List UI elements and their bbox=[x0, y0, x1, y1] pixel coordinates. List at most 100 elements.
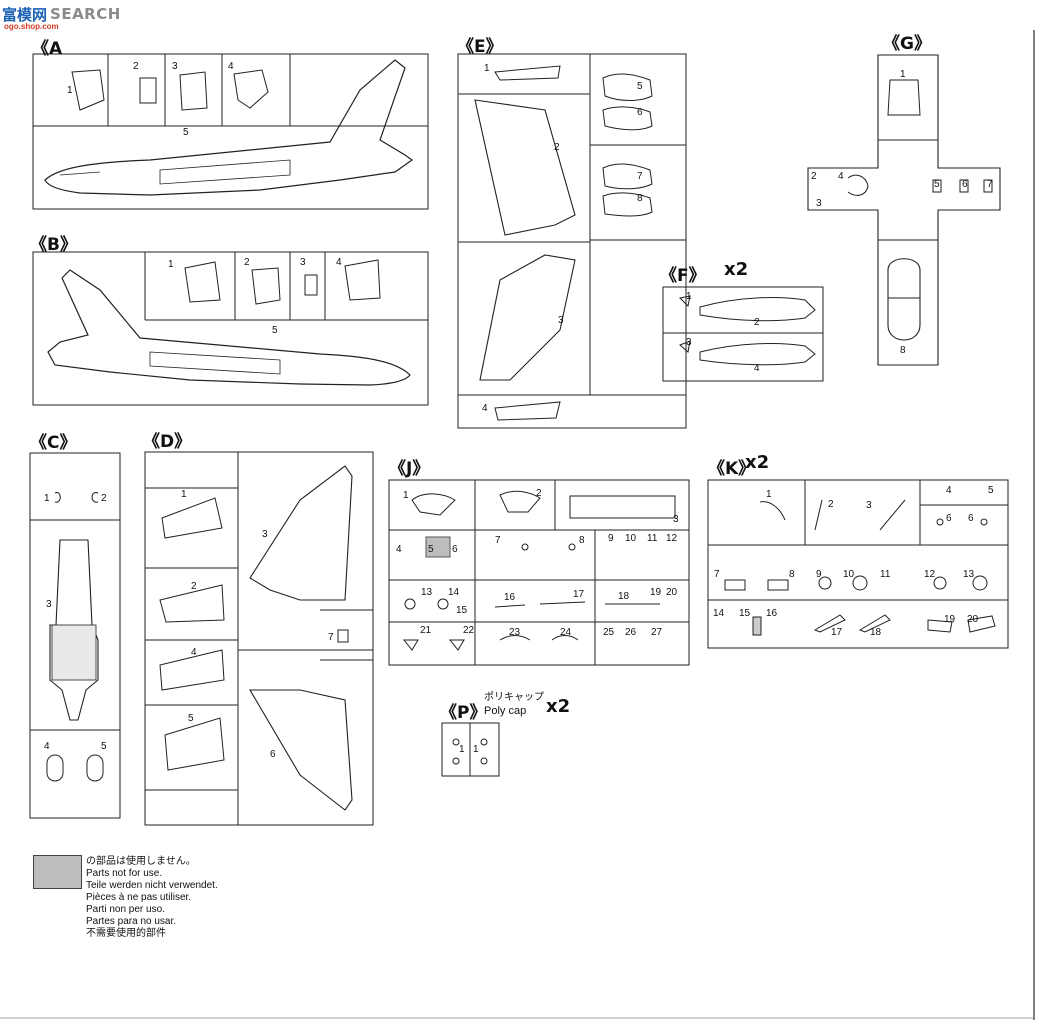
part-J8 bbox=[568, 543, 576, 551]
section-G-title: 《G》 bbox=[883, 34, 931, 54]
part-J23 bbox=[499, 635, 531, 641]
part-B4 bbox=[344, 259, 381, 301]
part-K7 bbox=[724, 579, 746, 591]
legend-line-zh: 不需要使用的部件 bbox=[86, 928, 166, 939]
watermark-brand: SEARCH bbox=[50, 5, 121, 23]
label-J16: 16 bbox=[504, 592, 516, 603]
part-K6b bbox=[980, 518, 988, 526]
label-G1: 1 bbox=[900, 69, 906, 80]
sprue-E bbox=[457, 53, 687, 429]
label-J15: 15 bbox=[456, 605, 468, 616]
label-C3: 3 bbox=[46, 599, 52, 610]
poly-cap-jp: ポリキャップ bbox=[484, 692, 544, 703]
section-F-title: 《F》 bbox=[660, 266, 706, 286]
part-C5 bbox=[86, 754, 104, 782]
label-C4: 4 bbox=[44, 741, 50, 752]
part-E5 bbox=[602, 73, 653, 101]
sprue-C bbox=[29, 452, 121, 819]
part-A5-fuselage bbox=[44, 59, 414, 196]
part-K17 bbox=[813, 614, 846, 633]
part-E2 bbox=[474, 99, 576, 236]
label-K4: 4 bbox=[946, 485, 952, 496]
section-P-title: 《P》 bbox=[440, 703, 487, 723]
label-E7: 7 bbox=[637, 171, 643, 182]
part-K9 bbox=[818, 576, 832, 590]
label-E2: 2 bbox=[554, 142, 560, 153]
label-B5: 5 bbox=[272, 325, 278, 336]
label-B4: 4 bbox=[336, 257, 342, 268]
sprue-K bbox=[707, 479, 1009, 649]
label-K1: 1 bbox=[766, 489, 772, 500]
label-G7: 7 bbox=[987, 179, 993, 190]
label-J20: 20 bbox=[666, 587, 678, 598]
label-K15: 15 bbox=[739, 608, 751, 619]
part-A2 bbox=[139, 77, 157, 104]
label-G6: 6 bbox=[962, 179, 968, 190]
part-D3 bbox=[249, 465, 353, 601]
sprue-P bbox=[441, 722, 500, 777]
label-J22: 22 bbox=[463, 625, 475, 636]
label-J5: 5 bbox=[428, 544, 434, 555]
label-J26: 26 bbox=[625, 627, 637, 638]
label-G8: 8 bbox=[900, 345, 906, 356]
label-E4: 4 bbox=[482, 403, 488, 414]
part-A3 bbox=[179, 71, 208, 111]
label-E6: 6 bbox=[637, 107, 643, 118]
label-J21: 21 bbox=[420, 625, 432, 636]
part-D5 bbox=[164, 717, 225, 771]
label-K14: 14 bbox=[713, 608, 725, 619]
part-K6a bbox=[936, 518, 944, 526]
part-J13 bbox=[404, 598, 416, 610]
part-F4 bbox=[699, 343, 816, 366]
label-J1: 1 bbox=[403, 490, 409, 501]
section-P-multiplier: x2 bbox=[546, 696, 571, 717]
label-P1b: 1 bbox=[473, 744, 479, 755]
not-for-use-swatch bbox=[33, 855, 82, 889]
label-J18: 18 bbox=[618, 591, 630, 602]
label-A1: 1 bbox=[67, 85, 73, 96]
label-F3: 3 bbox=[686, 337, 692, 348]
label-B2: 2 bbox=[244, 257, 250, 268]
sprue-A bbox=[32, 53, 429, 210]
label-K12: 12 bbox=[924, 569, 936, 580]
part-E1 bbox=[494, 65, 561, 81]
label-J9: 9 bbox=[608, 533, 614, 544]
part-K3 bbox=[879, 499, 906, 531]
label-J14: 14 bbox=[448, 587, 460, 598]
label-K20: 20 bbox=[967, 614, 979, 625]
label-D6: 6 bbox=[270, 749, 276, 760]
label-K3: 3 bbox=[866, 500, 872, 511]
label-K2: 2 bbox=[828, 499, 834, 510]
part-E3 bbox=[479, 254, 576, 381]
sprue-J bbox=[388, 479, 690, 666]
label-G5: 5 bbox=[934, 179, 940, 190]
part-K2 bbox=[814, 499, 823, 531]
part-F1 bbox=[678, 295, 691, 308]
label-K18: 18 bbox=[870, 627, 882, 638]
part-C2 bbox=[91, 492, 99, 503]
label-J24: 24 bbox=[560, 627, 572, 638]
part-K1 bbox=[759, 501, 786, 521]
label-G2: 2 bbox=[811, 171, 817, 182]
legend: の部品は使用しません。 Parts not for use. Teile wer… bbox=[86, 856, 218, 940]
label-K16: 16 bbox=[766, 608, 778, 619]
label-K19: 19 bbox=[944, 614, 956, 625]
label-J13: 13 bbox=[421, 587, 433, 598]
label-G3: 3 bbox=[816, 198, 822, 209]
label-K13: 13 bbox=[963, 569, 975, 580]
label-G4: 4 bbox=[838, 171, 844, 182]
watermark: 富模网 SEARCH bbox=[2, 2, 121, 26]
legend-line-es: Partes para no usar. bbox=[86, 916, 177, 927]
part-D4 bbox=[159, 649, 225, 691]
part-J2 bbox=[499, 490, 541, 513]
label-A3: 3 bbox=[172, 61, 178, 72]
label-E8: 8 bbox=[637, 193, 643, 204]
part-J16 bbox=[494, 604, 526, 608]
label-J12: 12 bbox=[666, 533, 678, 544]
part-C1 bbox=[54, 492, 61, 503]
label-J8: 8 bbox=[579, 535, 585, 546]
part-E7 bbox=[602, 163, 653, 190]
label-C5: 5 bbox=[101, 741, 107, 752]
part-J3 bbox=[569, 495, 676, 519]
